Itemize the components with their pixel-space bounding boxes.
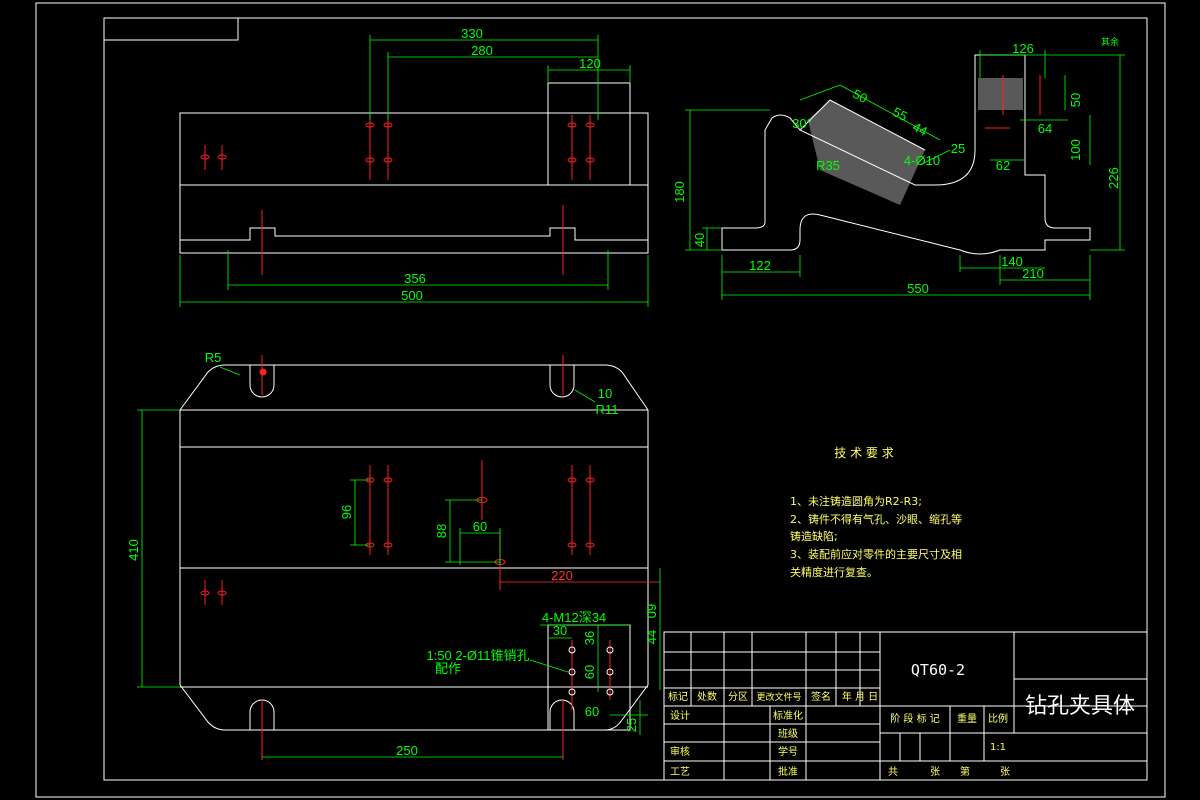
dim-30: 30 xyxy=(553,623,567,638)
section-hatch xyxy=(808,78,1023,205)
front-view: 330 280 120 356 500 xyxy=(179,26,649,307)
tech-line-1: 1、未注铸造圆角为R2-R3; xyxy=(790,494,922,508)
dim-60a: 60 xyxy=(473,519,487,534)
dim-44: 44 xyxy=(910,119,930,139)
dim-30deg: 30° xyxy=(792,116,812,131)
dim-60b: 60 xyxy=(582,665,597,679)
dim-330: 330 xyxy=(461,26,483,41)
tb-bottom-2: 第 xyxy=(960,765,970,778)
dim-r11: R11 xyxy=(596,402,619,417)
tech-line-5: 关精度进行复查。 xyxy=(790,565,878,579)
plan-view: R5 10 R11 410 96 60 88 220 4-M12深34 30 3… xyxy=(126,350,661,760)
dim-210: 210 xyxy=(1022,266,1044,281)
tb-label-1: 处数 xyxy=(697,690,717,703)
title-block: QT60-2 钻孔夹具体 1:1 标记 处数 分区 更改文件号 签名 年 月 日… xyxy=(663,631,1148,781)
dim-10: 10 xyxy=(598,386,612,401)
side-view: 126 50 64 100 62 226 180 40 122 550 140 … xyxy=(672,36,1125,300)
tb-left-2: 工艺 xyxy=(670,766,690,778)
dim-25: 25 xyxy=(624,718,639,732)
dim-60c: 60 xyxy=(585,704,599,719)
tb-label-0: 标记 xyxy=(668,691,688,703)
tb-mid-1: 班级 xyxy=(778,728,798,740)
tb-stage-1: 重量 xyxy=(957,712,977,725)
dim-410: 410 xyxy=(126,539,141,561)
dim-88: 88 xyxy=(434,524,449,538)
dim-44: 44 xyxy=(644,630,659,644)
tech-title: 技 术 要 求 xyxy=(834,446,893,460)
dim-40: 40 xyxy=(692,233,707,247)
outer-frame xyxy=(35,2,1166,798)
tb-left-0: 设计 xyxy=(670,709,690,722)
pin-note-2: 配作 xyxy=(435,661,461,676)
holes-4x10: 4-Ø10 xyxy=(904,153,940,168)
dim-50: 50 xyxy=(1068,93,1083,107)
dim-25: 25 xyxy=(951,141,965,156)
tb-stage-0: 阶 段 标 记 xyxy=(890,712,940,725)
dim-250: 250 xyxy=(396,743,418,758)
dim-220: 220 xyxy=(551,568,573,583)
tb-bottom-0: 共 xyxy=(888,766,898,778)
tb-mid-0: 标准化 xyxy=(773,709,803,722)
dim-550: 550 xyxy=(907,281,929,296)
dim-180: 180 xyxy=(672,181,687,203)
dim-r35: R35 xyxy=(816,158,840,173)
scale: 1:1 xyxy=(990,742,1006,753)
dim-r5: R5 xyxy=(205,350,222,365)
part-name: 钻孔夹具体 xyxy=(1025,694,1135,719)
material: QT60-2 xyxy=(911,661,965,679)
tech-requirements: 技 术 要 求 1、未注铸造圆角为R2-R3; 2、铸件不得有气孔、沙眼、缩孔等… xyxy=(790,446,962,579)
tech-line-2: 2、铸件不得有气孔、沙眼、缩孔等 xyxy=(790,512,962,526)
tb-label-4: 签名 xyxy=(811,690,831,703)
dim-100: 100 xyxy=(1068,139,1083,161)
tb-label-3: 更改文件号 xyxy=(756,691,801,703)
tech-line-4: 3、装配前应对零件的主要尺寸及相 xyxy=(790,547,962,561)
tb-bottom-3: 张 xyxy=(1000,766,1010,778)
pin-note: 1:50 2-Ø11锥销孔 xyxy=(426,648,529,663)
dim-120: 120 xyxy=(579,56,601,71)
dim-140: 140 xyxy=(1001,254,1023,269)
dim-50b: 50 xyxy=(850,86,870,106)
tb-mid-2: 学号 xyxy=(778,745,798,758)
tech-line-3: 铸造缺陷; xyxy=(790,529,838,543)
dim-55: 55 xyxy=(890,104,910,124)
inner-frame xyxy=(103,17,1148,781)
tb-mid-3: 批准 xyxy=(778,765,798,778)
corner-box xyxy=(103,17,239,41)
tb-left-1: 审核 xyxy=(670,745,690,758)
dim-122: 122 xyxy=(749,258,771,273)
dim-226: 226 xyxy=(1106,167,1121,189)
tb-label-2: 分区 xyxy=(728,691,748,703)
dim-62: 62 xyxy=(996,158,1010,173)
dim-96: 96 xyxy=(339,505,354,519)
dim-500: 500 xyxy=(401,288,423,303)
tb-stage-2: 比例 xyxy=(988,712,1008,725)
dim-126: 126 xyxy=(1012,41,1034,56)
dim-09: 09 xyxy=(644,604,659,618)
tb-bottom-1: 张 xyxy=(930,766,940,778)
finish-note: 其余 xyxy=(1101,36,1119,47)
thread-note: 4-M12深34 xyxy=(542,610,606,625)
dim-356: 356 xyxy=(404,271,426,286)
dim-280: 280 xyxy=(471,43,493,58)
dim-36: 36 xyxy=(582,631,597,645)
dim-64: 64 xyxy=(1038,121,1052,136)
tb-label-5: 年 月 日 xyxy=(842,690,878,703)
